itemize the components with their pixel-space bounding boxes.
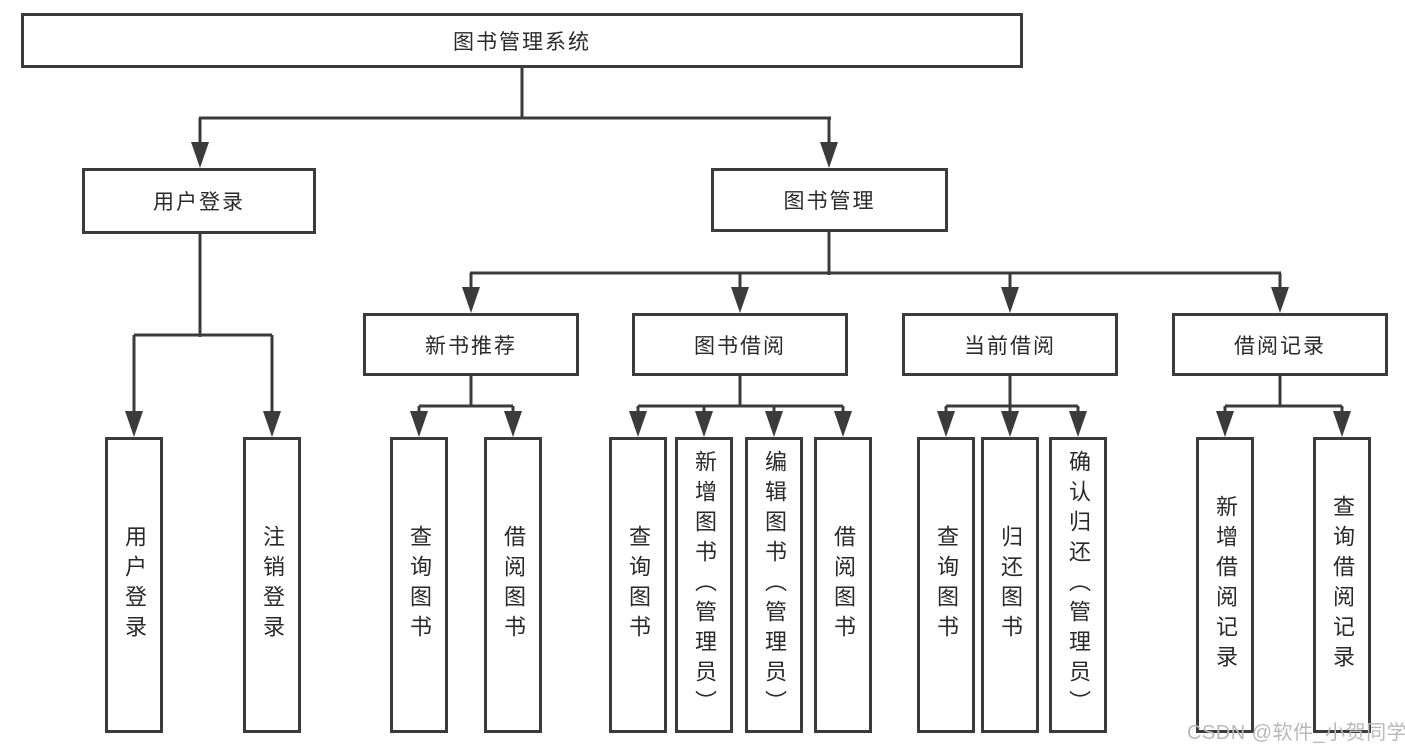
node-book-management: 图书管理 <box>711 168 948 232</box>
arrow-down-icon <box>410 411 428 437</box>
arrow-down-icon <box>1271 287 1289 313</box>
leaf-query-borrow-record: 查询借阅记录 <box>1313 437 1371 733</box>
edge-book-borrow-children <box>629 376 852 437</box>
edge-root-to-level2 <box>191 68 838 168</box>
leaf-label: 编辑图书（管理员） <box>762 450 787 720</box>
arrow-down-icon <box>695 411 713 437</box>
leaf-label: 注销登录 <box>260 525 285 645</box>
leaf-label: 归还图书 <box>998 525 1023 645</box>
leaf-query-books-recommend: 查询图书 <box>390 437 448 733</box>
leaf-label: 查询借阅记录 <box>1330 495 1355 675</box>
leaf-label: 查询图书 <box>626 525 651 645</box>
arrow-down-icon <box>731 287 749 313</box>
leaf-borrow-books-borrowing: 借阅图书 <box>814 437 872 733</box>
leaf-return-books: 归还图书 <box>981 437 1039 733</box>
arrow-down-icon <box>125 411 143 437</box>
arrow-down-icon <box>1001 287 1019 313</box>
arrow-down-icon <box>263 411 281 437</box>
node-book-borrowing: 图书借阅 <box>632 313 848 376</box>
leaf-label: 新增借阅记录 <box>1213 495 1238 675</box>
edge-borrow-records-children <box>1216 376 1351 437</box>
arrow-down-icon <box>1069 411 1087 437</box>
leaf-edit-books-admin: 编辑图书（管理员） <box>745 437 803 733</box>
leaf-borrow-books-recommend: 借阅图书 <box>484 437 542 733</box>
arrow-down-icon <box>834 411 852 437</box>
arrow-down-icon <box>1333 411 1351 437</box>
leaf-query-books-current: 查询图书 <box>917 437 975 733</box>
arrow-down-icon <box>765 411 783 437</box>
edge-current-borrow-children <box>937 376 1087 437</box>
arrow-down-icon <box>462 287 480 313</box>
edge-new-book-children <box>410 376 522 437</box>
leaf-query-books-borrowing: 查询图书 <box>609 437 667 733</box>
leaf-add-books-admin: 新增图书（管理员） <box>675 437 733 733</box>
leaf-label: 查询图书 <box>934 525 959 645</box>
arrow-down-icon <box>937 411 955 437</box>
arrow-down-icon <box>504 411 522 437</box>
arrow-down-icon <box>1216 411 1234 437</box>
leaf-label: 查询图书 <box>407 525 432 645</box>
node-current-borrowing: 当前借阅 <box>902 313 1118 376</box>
node-borrowing-records: 借阅记录 <box>1172 313 1388 376</box>
node-new-book-recommend: 新书推荐 <box>363 313 579 376</box>
leaf-label: 用户登录 <box>122 525 147 645</box>
leaf-label: 新增图书（管理员） <box>692 450 717 720</box>
leaf-label: 借阅图书 <box>831 525 856 645</box>
arrow-down-icon <box>191 142 209 168</box>
node-user-login: 用户登录 <box>82 168 316 234</box>
leaf-confirm-return-admin: 确认归还（管理员） <box>1049 437 1107 733</box>
leaf-label: 借阅图书 <box>501 525 526 645</box>
arrow-down-icon <box>1001 411 1019 437</box>
node-library-system: 图书管理系统 <box>21 13 1023 68</box>
arrow-down-icon <box>629 411 647 437</box>
leaf-add-borrow-record: 新增借阅记录 <box>1196 437 1254 733</box>
arrow-down-icon <box>820 142 838 168</box>
leaf-logout: 注销登录 <box>243 437 301 733</box>
leaf-label: 确认归还（管理员） <box>1066 450 1091 720</box>
edge-user-login-children <box>125 234 281 437</box>
edge-book-management-to-level3 <box>462 232 1289 313</box>
watermark: CSDN @软件_小贺同学 <box>1187 722 1405 744</box>
leaf-user-login: 用户登录 <box>105 437 163 733</box>
